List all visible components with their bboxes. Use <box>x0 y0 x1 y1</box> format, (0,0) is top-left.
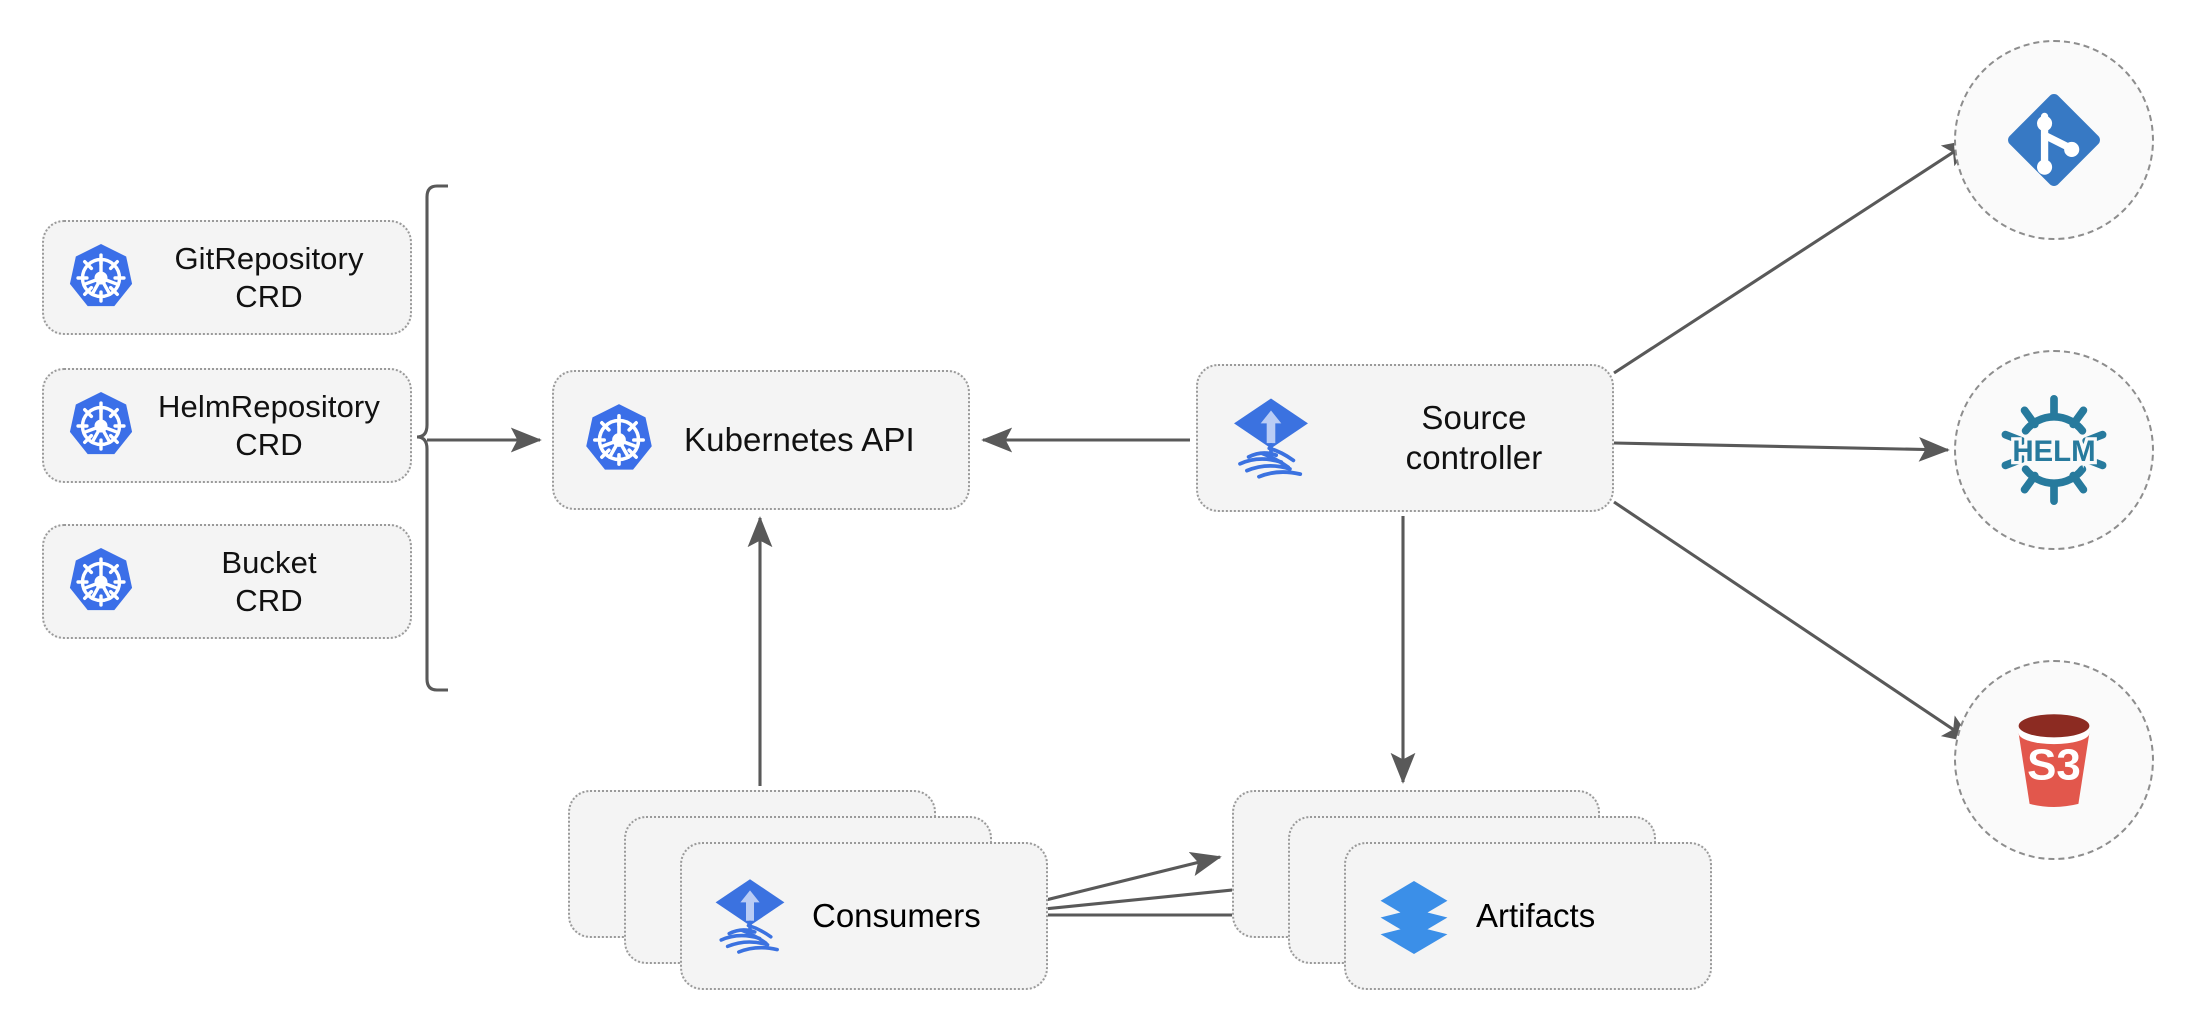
node-label: Source controller <box>1405 398 1543 476</box>
kubernetes-icon <box>64 389 138 463</box>
node-label: HelmRepository CRD <box>158 388 380 462</box>
consumers-sheet-front[interactable]: Consumers <box>680 842 1048 990</box>
s3-icon: S3 <box>1993 699 2115 821</box>
kubernetes-icon <box>64 545 138 619</box>
edge-source-controller-to-s3 <box>1613 500 1974 744</box>
node-kubernetes-api[interactable]: Kubernetes API <box>552 370 970 510</box>
node-label: Artifacts <box>1476 897 1596 934</box>
node-label: Kubernetes API <box>684 420 915 458</box>
node-bucket-crd[interactable]: Bucket CRD <box>42 524 412 639</box>
flux-icon <box>1228 395 1314 481</box>
kubernetes-icon <box>580 401 658 479</box>
layers-icon <box>1376 878 1452 954</box>
node-helmrepository-crd[interactable]: HelmRepository CRD <box>42 368 412 483</box>
edge-source-controller-to-helm <box>1613 436 1950 462</box>
edge-source-controller-to-git <box>1613 138 1974 375</box>
svg-text:S3: S3 <box>2027 741 2081 790</box>
kubernetes-icon <box>64 241 138 315</box>
helm-icon: HELM <box>1990 386 2118 514</box>
node-s3-source[interactable]: S3 <box>1954 660 2154 860</box>
node-helm-source[interactable]: HELM <box>1954 350 2154 550</box>
flux-icon <box>710 876 790 956</box>
node-label: Consumers <box>812 897 981 934</box>
crd-group-brace <box>416 184 448 692</box>
node-label: GitRepository CRD <box>174 240 364 314</box>
git-icon <box>1995 81 2113 199</box>
node-gitrepository-crd[interactable]: GitRepository CRD <box>42 220 412 335</box>
artifacts-sheet-front[interactable]: Artifacts <box>1344 842 1712 990</box>
svg-text:HELM: HELM <box>2012 435 2095 468</box>
node-artifacts[interactable]: Artifacts <box>1232 790 1712 990</box>
node-source-controller[interactable]: Source controller <box>1196 364 1614 512</box>
node-label: Bucket CRD <box>221 544 317 618</box>
node-consumers[interactable]: Consumers <box>568 790 1048 990</box>
node-git-source[interactable] <box>1954 40 2154 240</box>
